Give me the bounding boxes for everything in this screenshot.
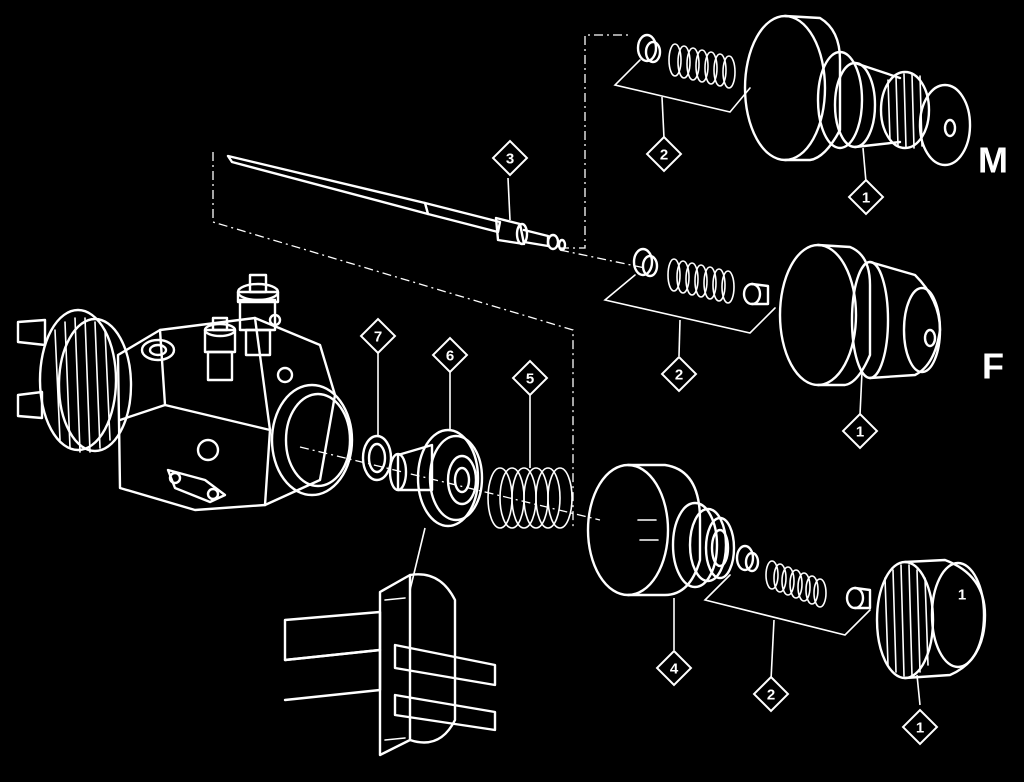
piston-part-6 bbox=[388, 428, 484, 528]
svg-text:1: 1 bbox=[916, 720, 924, 737]
svg-text:6: 6 bbox=[446, 348, 454, 365]
callout-6: 6 bbox=[431, 336, 469, 374]
needle-part bbox=[226, 154, 567, 252]
callout-2-bottom: 2 bbox=[752, 675, 790, 713]
bottom-small-spring bbox=[765, 560, 827, 608]
svg-text:1: 1 bbox=[856, 424, 864, 441]
svg-text:5: 5 bbox=[526, 371, 534, 388]
svg-text:4: 4 bbox=[670, 661, 679, 678]
svg-text:2: 2 bbox=[675, 367, 683, 384]
bottom-knob: 1 bbox=[875, 558, 987, 680]
cutaway-detail bbox=[283, 527, 497, 757]
leader-lines bbox=[377, 96, 921, 706]
top-m-assembly bbox=[613, 14, 972, 167]
svg-text:1: 1 bbox=[862, 190, 870, 207]
svg-text:7: 7 bbox=[374, 329, 382, 346]
callout-1-top: 1 bbox=[847, 178, 885, 216]
top-small-spring bbox=[668, 43, 736, 89]
center-lines bbox=[212, 34, 646, 530]
callout-7: 7 bbox=[359, 317, 397, 355]
svg-text:3: 3 bbox=[506, 151, 514, 168]
callout-4: 4 bbox=[655, 649, 693, 687]
callout-1-middle: 1 bbox=[841, 412, 879, 450]
callout-3: 3 bbox=[491, 139, 529, 177]
callout-2-middle: 2 bbox=[660, 355, 698, 393]
callout-2-top: 2 bbox=[645, 135, 683, 173]
callout-1-bottom: 1 bbox=[901, 708, 939, 746]
spring-part-5 bbox=[487, 467, 573, 529]
svg-text:2: 2 bbox=[767, 687, 775, 704]
gun-body bbox=[16, 273, 354, 512]
svg-text:2: 2 bbox=[660, 147, 668, 164]
bottom-adjuster-assembly: 1 bbox=[703, 544, 987, 680]
knob-mark: 1 bbox=[958, 587, 966, 604]
middle-small-spring bbox=[667, 258, 735, 304]
variant-label-m: M bbox=[978, 140, 1008, 181]
cap-housing-part-4 bbox=[586, 463, 736, 597]
o-ring-part-7 bbox=[361, 434, 393, 482]
callout-5: 5 bbox=[511, 359, 549, 397]
variant-label-f: F bbox=[982, 346, 1004, 387]
middle-f-assembly bbox=[603, 243, 942, 387]
